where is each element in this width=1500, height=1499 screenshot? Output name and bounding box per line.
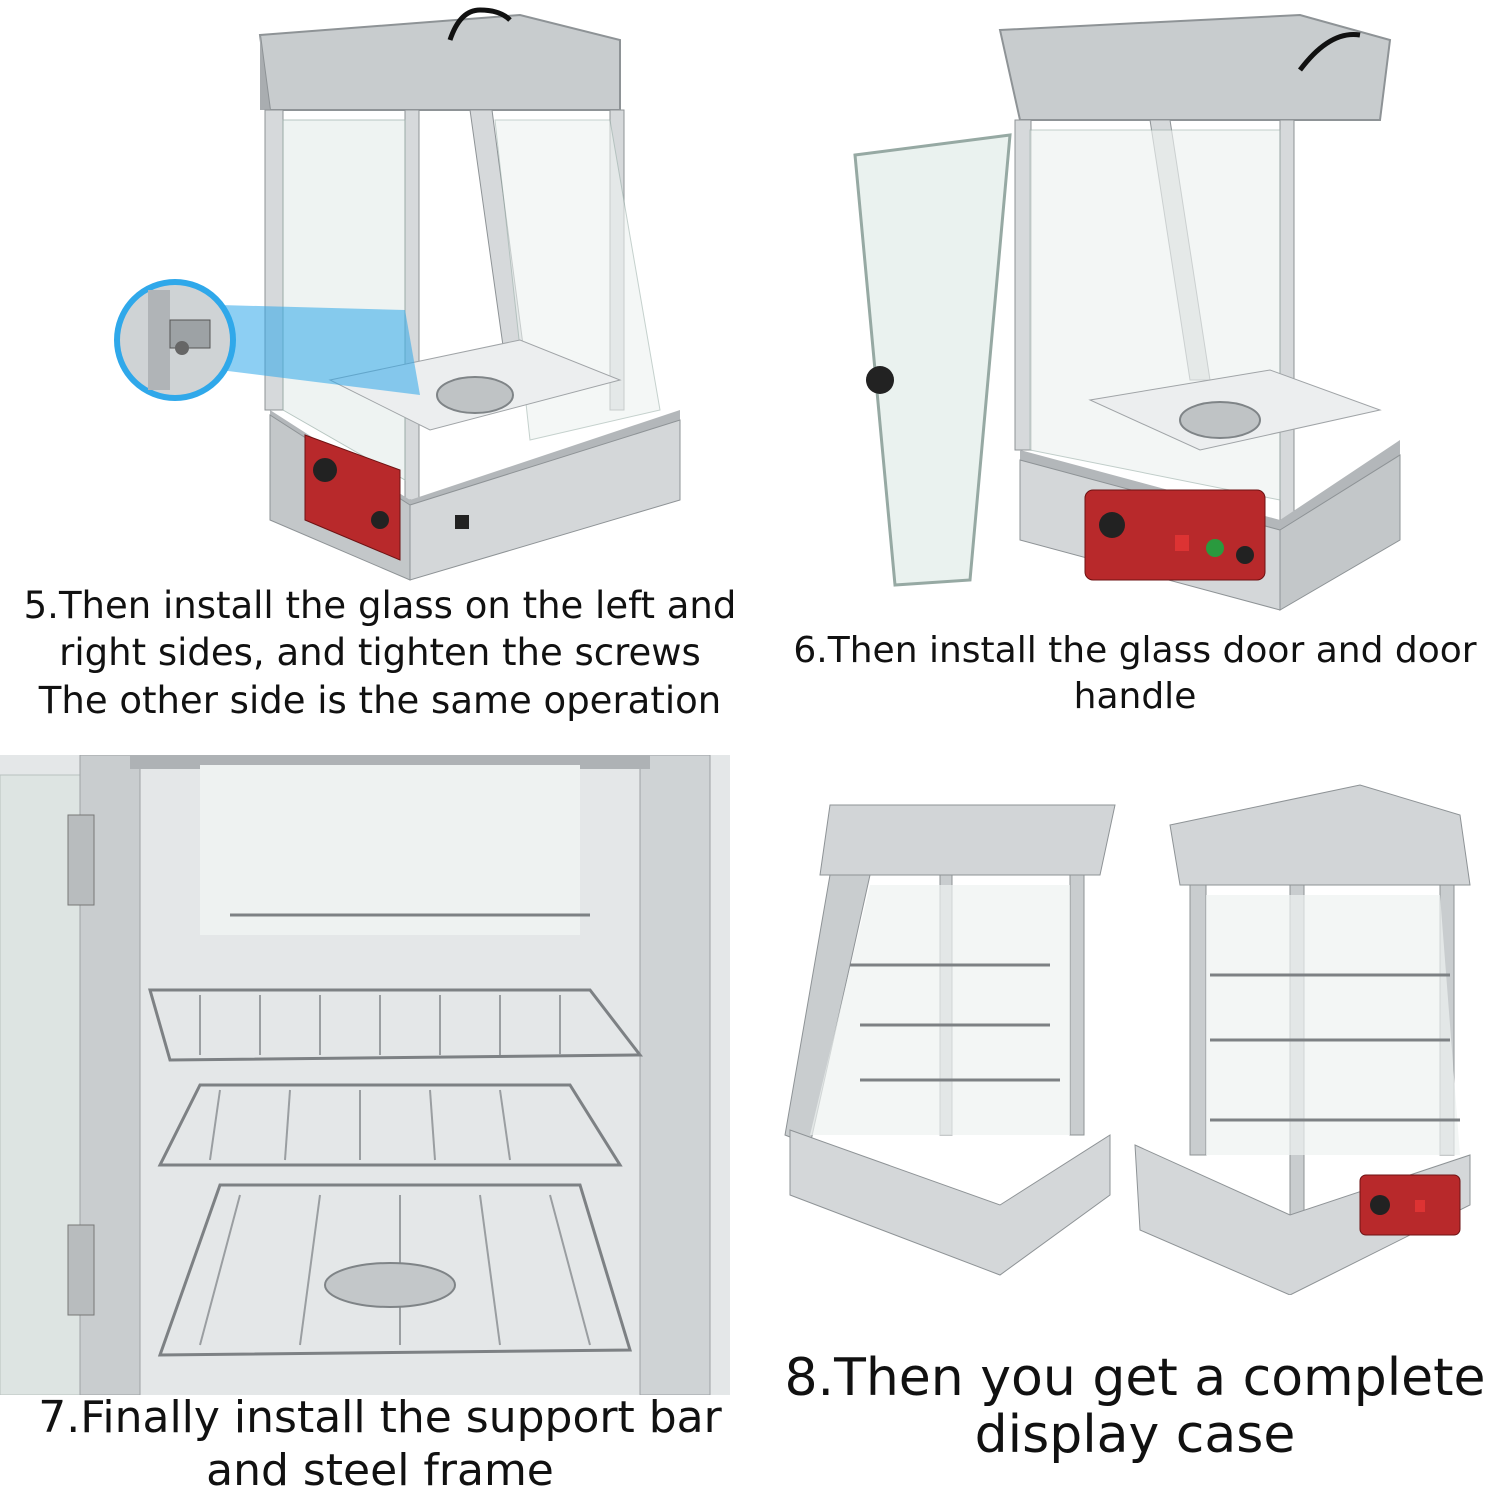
display-case-left <box>784 804 1116 1276</box>
step8-caption: 8.Then you get a complete display case <box>770 1348 1500 1466</box>
wire-shelf-bottom <box>157 1183 633 1357</box>
step6-caption: 6.Then install the glass door and door h… <box>770 628 1500 720</box>
step6-caption-line2: handle <box>1073 676 1197 718</box>
step8-panel <box>770 775 1490 1295</box>
wire-shelf-middle <box>157 1083 623 1167</box>
step8-caption-line2: display case <box>974 1405 1296 1466</box>
step5-photo <box>114 7 681 581</box>
step7-panel <box>0 755 730 1395</box>
step5-caption-line1: 5.Then install the glass on the left and <box>23 584 737 627</box>
step8-photo <box>784 784 1471 1295</box>
step8-caption-line1: 8.Then you get a complete <box>784 1348 1486 1408</box>
step7-caption-line2: and steel frame <box>206 1444 554 1496</box>
step6-caption-line1: 6.Then install the glass door and door <box>793 630 1477 671</box>
step5-panel <box>100 0 720 582</box>
wire-shelf-top <box>148 913 644 1062</box>
door-handle <box>866 366 894 394</box>
display-case-right <box>1134 784 1471 1295</box>
step6-photo <box>853 13 1401 611</box>
step7-caption-line1: 7.Finally install the support bar <box>38 1392 722 1443</box>
open-glass-door <box>853 133 1012 587</box>
step5-caption-line2: right sides, and tighten the screws <box>59 631 701 675</box>
step5-caption-line3: The other side is the same operation <box>38 678 722 722</box>
step7-photo <box>0 755 730 1395</box>
step7-caption: 7.Finally install the support bar and st… <box>0 1392 760 1498</box>
step5-caption: 5.Then install the glass on the left and… <box>10 582 750 724</box>
step6-panel <box>840 0 1420 620</box>
